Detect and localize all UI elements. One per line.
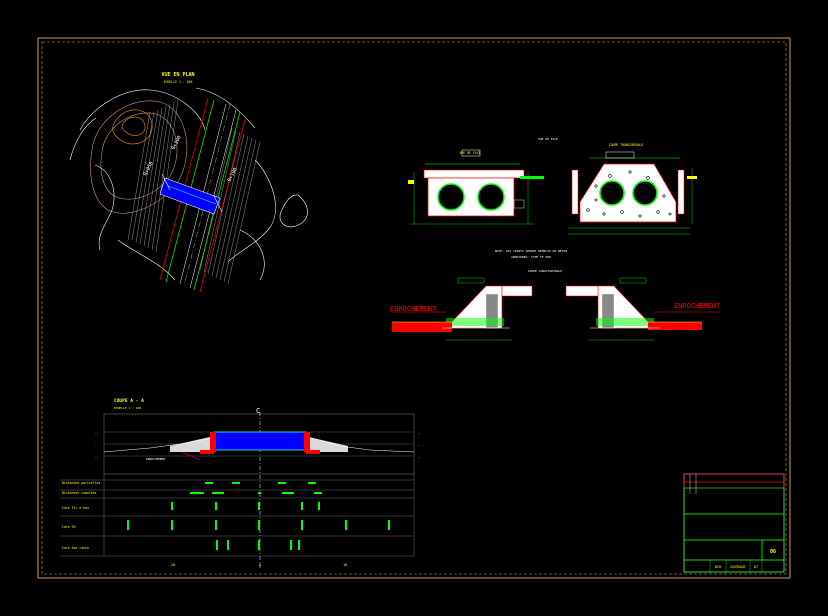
long-section-scale: ECHELLE 1 : 100 xyxy=(114,406,141,410)
row-label-2: Distances cumulées xyxy=(62,491,97,495)
title-sheet-number: 06 xyxy=(770,549,776,555)
right-wall-detail: ENROCHEMENT xyxy=(565,277,721,341)
row-label-3: Cote Fil d'eau xyxy=(62,506,89,510)
bottom-tick-3: 10 xyxy=(343,563,347,567)
row-label-4: Cote TN xyxy=(62,525,76,529)
left-wall-detail: ENROCHEMENT xyxy=(390,277,533,341)
culvert-cross-section: COUPE TRANSVERSALE xyxy=(568,143,697,235)
front-view-header: VUE DE FACE xyxy=(538,137,558,141)
plan-label-3: 0+100 xyxy=(226,167,238,183)
profile-table xyxy=(60,474,415,557)
culvert-front-view: VUE DE FACE VUE DE FACE xyxy=(408,137,558,225)
svg-text:—: — xyxy=(418,431,420,435)
plan-label-1: 0+300 xyxy=(170,135,182,151)
title-code-2: OUVRAGE xyxy=(730,565,745,569)
axis-mark: C xyxy=(256,407,260,415)
plan-view: VUE EN PLAN ECHELLE 1 : 200 xyxy=(69,72,308,293)
long-section-title: COUPE A - A xyxy=(114,398,144,404)
plan-contours xyxy=(69,87,308,281)
wall-details: NOTE: LES JOINTS SERONT REMPLIS DE BETON… xyxy=(390,249,721,341)
inner-frame xyxy=(41,41,787,575)
svg-text:—: — xyxy=(418,443,420,447)
title-code-1: DCR xyxy=(715,565,722,569)
row-label-5: Cote Axe route xyxy=(62,546,89,550)
svg-text:—: — xyxy=(418,455,420,459)
svg-text:—: — xyxy=(95,443,97,447)
bottom-tick-1: -20 xyxy=(169,563,175,567)
plan-label-2: 0+050 xyxy=(142,161,154,177)
row-label-1: Distances partielles xyxy=(62,481,100,485)
svg-text:—: — xyxy=(95,455,97,459)
cross-section-title: COUPE TRANSVERSALE xyxy=(609,143,644,147)
wall-note-1: NOTE: LES JOINTS SERONT REMPLIS DE BETON xyxy=(495,249,567,253)
title-block: DCR OUVRAGE 07 06 xyxy=(683,473,785,573)
enroch-left-label: ENROCHEMENT xyxy=(390,305,437,313)
wall-header: COUPE LONGITUDINALE xyxy=(528,269,563,273)
plan-culvert xyxy=(159,173,223,215)
plan-view-scale: ECHELLE 1 : 200 xyxy=(164,80,193,84)
profile-values xyxy=(127,482,390,550)
long-enroch-label: ENROCHEMENT xyxy=(146,457,166,461)
plan-view-title: VUE EN PLAN xyxy=(161,72,194,78)
front-view-title: VUE DE FACE xyxy=(459,151,480,155)
outer-frame xyxy=(37,37,791,579)
wall-note-2: ARMATURES: TYPE FE 500 xyxy=(511,255,551,259)
bottom-tick-2: 0 xyxy=(259,563,261,567)
title-code-3: 07 xyxy=(754,565,758,569)
enroch-right-label: ENROCHEMENT xyxy=(674,302,721,310)
svg-text:—: — xyxy=(95,431,97,435)
longitudinal-section: COUPE A - A ECHELLE 1 : 100 C ENROCHEMEN… xyxy=(60,398,420,568)
